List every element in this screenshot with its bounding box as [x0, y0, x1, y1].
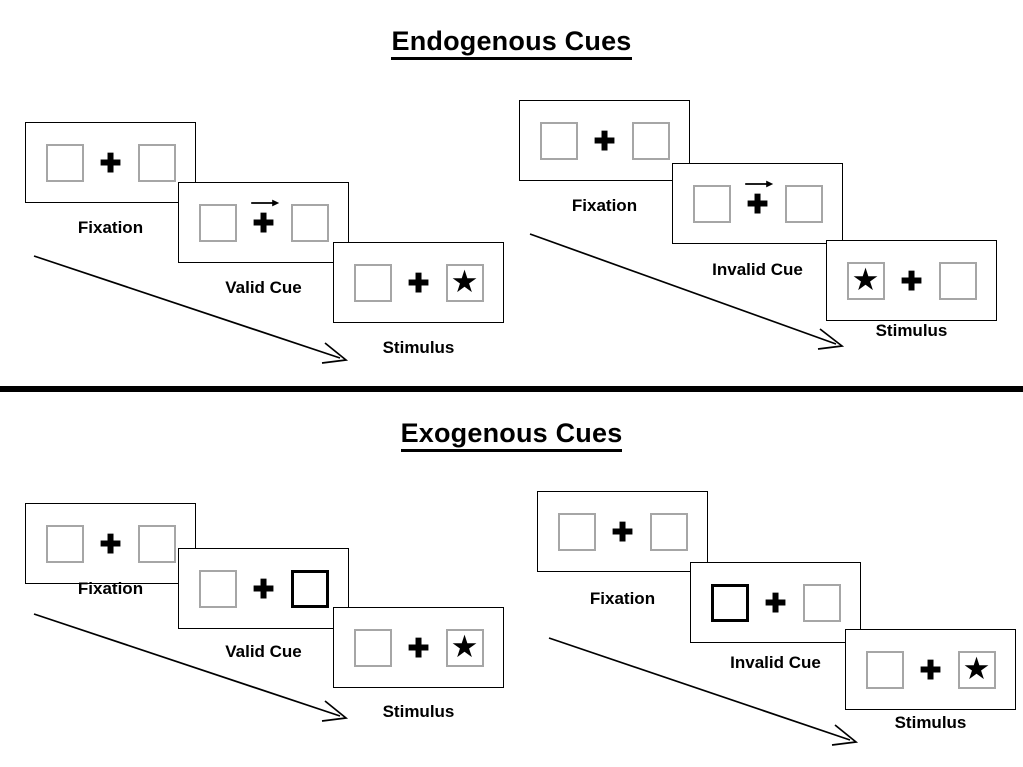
fixation-cross-icon: ✚: [407, 632, 430, 663]
fixation-cross-icon: ✚: [252, 207, 275, 238]
fixation-cross-icon: ✚: [99, 147, 122, 178]
fixation-cross-wrap: ✚: [592, 119, 618, 163]
label-endogenous-invalid-stimulus: Stimulus: [875, 321, 948, 340]
right-box: ★: [957, 650, 996, 689]
star-icon: ★: [851, 262, 880, 297]
fixation-cross-icon: ✚: [611, 516, 634, 547]
star-icon: ★: [450, 264, 479, 299]
fixation-cross-wrap: ✚: [899, 259, 925, 303]
left-box-cued: [710, 583, 749, 622]
right-box: ★: [445, 263, 484, 302]
panel-exogenous-invalid-fixation[interactable]: ✚: [537, 491, 708, 572]
label-exogenous-valid-fixation: Fixation: [77, 579, 144, 598]
left-box: [45, 143, 84, 182]
fixation-cross-icon: ✚: [764, 587, 787, 618]
left-box: [353, 263, 392, 302]
left-box: ★: [846, 261, 885, 300]
right-box: [784, 184, 823, 223]
panel-exogenous-valid-fixation[interactable]: ✚: [25, 503, 196, 584]
right-arrow-cue-icon: [250, 199, 279, 206]
diagonal-time-arrow-icon-exogenous-invalid: [548, 637, 859, 746]
right-box-cued: [290, 569, 329, 608]
panel-exogenous-invalid-cue[interactable]: ✚: [690, 562, 861, 643]
panel-exogenous-valid-cue[interactable]: ✚: [178, 548, 349, 629]
right-box: [137, 524, 176, 563]
left-box: [45, 524, 84, 563]
label-endogenous-invalid-cue: Invalid Cue: [712, 260, 803, 279]
panel-endogenous-invalid-cue[interactable]: ✚: [672, 163, 843, 244]
fixation-cross-icon: ✚: [252, 573, 275, 604]
left-box: [539, 121, 578, 160]
label-endogenous-valid-stimulus: Stimulus: [382, 338, 455, 357]
fixation-cross-icon: ✚: [99, 528, 122, 559]
left-box: [198, 569, 237, 608]
label-exogenous-invalid-stimulus: Stimulus: [894, 713, 967, 732]
section-title-exogenous: Exogenous Cues: [0, 418, 1023, 452]
label-exogenous-invalid-cue: Invalid Cue: [730, 653, 821, 672]
fixation-cross-wrap: ✚: [98, 522, 124, 566]
fixation-cross-wrap: ✚: [251, 567, 277, 611]
label-exogenous-valid-stimulus: Stimulus: [382, 702, 455, 721]
section-title-endogenous: Endogenous Cues: [0, 26, 1023, 60]
panel-endogenous-valid-cue[interactable]: ✚: [178, 182, 349, 263]
right-box: [631, 121, 670, 160]
label-exogenous-invalid-fixation: Fixation: [589, 589, 656, 608]
right-arrow-cue-icon: [744, 180, 773, 187]
left-box: [557, 512, 596, 551]
panel-endogenous-invalid-fixation[interactable]: ✚: [519, 100, 690, 181]
fixation-cross-wrap: ✚: [763, 581, 789, 625]
fixation-cross-icon: ✚: [919, 654, 942, 685]
label-exogenous-valid-cue: Valid Cue: [225, 642, 302, 661]
fixation-cross-icon: ✚: [900, 265, 923, 296]
fixation-cross-icon: ✚: [407, 267, 430, 298]
left-box: [865, 650, 904, 689]
diagonal-time-arrow-icon-exogenous-valid: [33, 613, 349, 722]
left-box: [692, 184, 731, 223]
fixation-cross-wrap: ✚: [98, 141, 124, 185]
label-endogenous-valid-fixation: Fixation: [77, 218, 144, 237]
fixation-cross-wrap: ✚: [918, 648, 944, 692]
section-divider: [0, 386, 1023, 392]
fixation-cross-wrap: ✚: [406, 261, 432, 305]
fixation-cross-wrap: ✚: [406, 626, 432, 670]
left-box: [353, 628, 392, 667]
section-title-exogenous-text: Exogenous Cues: [400, 418, 623, 452]
fixation-cross-icon: ✚: [746, 188, 769, 219]
right-box: ★: [445, 628, 484, 667]
panel-exogenous-valid-stimulus[interactable]: ✚ ★: [333, 607, 504, 688]
label-endogenous-invalid-fixation: Fixation: [571, 196, 638, 215]
fixation-cross-wrap: ✚: [250, 199, 279, 245]
panel-exogenous-invalid-stimulus[interactable]: ✚ ★: [845, 629, 1016, 710]
star-icon: ★: [962, 651, 991, 686]
right-box: [137, 143, 176, 182]
left-box: [198, 203, 237, 242]
right-box: [938, 261, 977, 300]
fixation-cross-wrap: ✚: [744, 180, 773, 226]
right-box: [290, 203, 329, 242]
panel-endogenous-valid-fixation[interactable]: ✚: [25, 122, 196, 203]
fixation-cross-wrap: ✚: [610, 510, 636, 554]
fixation-cross-icon: ✚: [593, 125, 616, 156]
diagonal-time-arrow-icon-endogenous-valid: [33, 255, 349, 364]
label-endogenous-valid-cue: Valid Cue: [225, 278, 302, 297]
star-icon: ★: [450, 629, 479, 664]
panel-endogenous-invalid-stimulus[interactable]: ★ ✚: [826, 240, 997, 321]
right-box: [649, 512, 688, 551]
right-box: [802, 583, 841, 622]
diagonal-time-arrow-icon-endogenous-invalid: [529, 233, 845, 350]
section-title-endogenous-text: Endogenous Cues: [391, 26, 632, 60]
panel-endogenous-valid-stimulus[interactable]: ✚ ★: [333, 242, 504, 323]
